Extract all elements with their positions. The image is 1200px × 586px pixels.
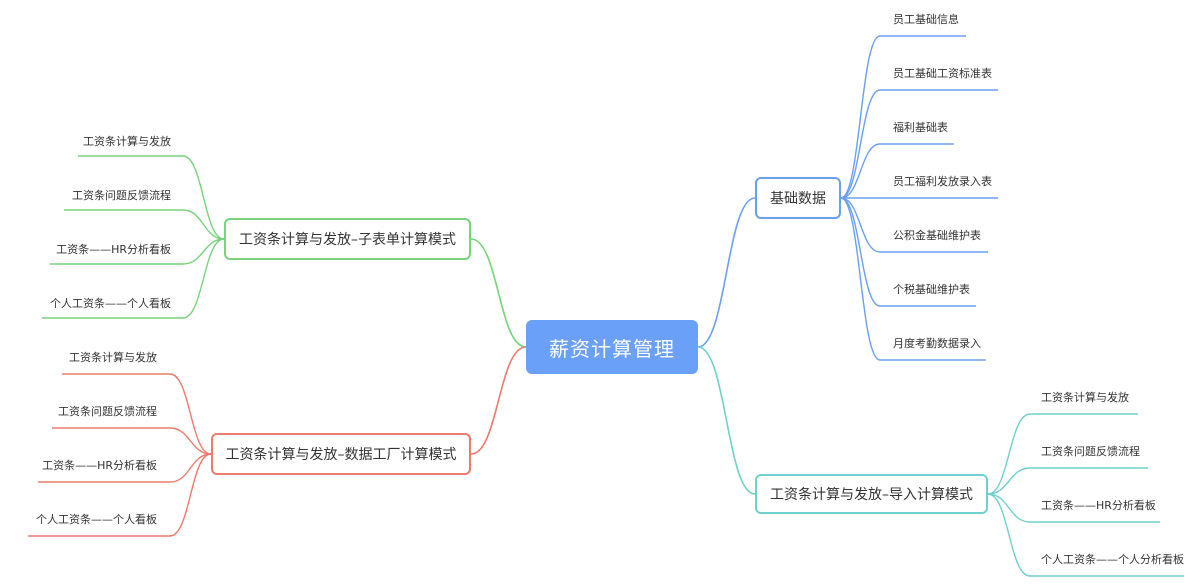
- leaf-factory-3[interactable]: 工资条——HR分析看板: [42, 459, 157, 472]
- link-root-subform: [470, 238, 527, 348]
- link-root-basic: [697, 197, 756, 348]
- branch-basic-data-label: 基础数据: [770, 191, 826, 207]
- branch-import-mode[interactable]: 工资条计算与发放–导入计算模式: [755, 474, 988, 514]
- link-root-factory: [470, 346, 527, 455]
- link-basic-6: [840, 197, 881, 307]
- leaf-basic-5[interactable]: 公积金基础维护表: [893, 229, 981, 242]
- branch-import-mode-label: 工资条计算与发放–导入计算模式: [770, 487, 973, 503]
- link-import-1: [987, 413, 1031, 495]
- branch-factory-mode[interactable]: 工资条计算与发放–数据工厂计算模式: [211, 433, 471, 475]
- root-label: 薪资计算管理: [549, 336, 675, 361]
- leaf-basic-4[interactable]: 员工福利发放录入表: [893, 175, 992, 188]
- branch-basic-data[interactable]: 基础数据: [755, 177, 841, 219]
- leaf-import-3[interactable]: 工资条——HR分析看板: [1041, 499, 1156, 512]
- leaf-basic-6[interactable]: 个税基础维护表: [893, 283, 970, 296]
- link-factory-4: [169, 453, 212, 537]
- link-root-import: [697, 346, 756, 495]
- leaf-subform-4[interactable]: 个人工资条——个人看板: [50, 297, 171, 310]
- link-subform-3: [182, 238, 225, 265]
- link-basic-1: [840, 35, 881, 199]
- link-subform-4: [182, 238, 225, 319]
- leaf-basic-3[interactable]: 福利基础表: [893, 121, 948, 134]
- leaf-basic-1[interactable]: 员工基础信息: [893, 13, 959, 26]
- branch-subform-mode[interactable]: 工资条计算与发放–子表单计算模式: [224, 218, 471, 260]
- leaf-subform-1[interactable]: 工资条计算与发放: [83, 135, 171, 148]
- link-import-3: [987, 493, 1031, 523]
- leaf-import-1[interactable]: 工资条计算与发放: [1041, 391, 1129, 404]
- link-basic-3: [840, 143, 881, 199]
- leaf-basic-2[interactable]: 员工基础工资标准表: [893, 67, 992, 80]
- link-factory-3: [169, 453, 212, 483]
- link-factory-2: [169, 427, 212, 455]
- leaf-import-4[interactable]: 个人工资条——个人分析看板: [1041, 553, 1184, 566]
- leaf-subform-3[interactable]: 工资条——HR分析看板: [56, 243, 171, 256]
- leaf-factory-1[interactable]: 工资条计算与发放: [69, 351, 157, 364]
- link-basic-7: [840, 197, 881, 361]
- root-node[interactable]: 薪资计算管理: [526, 320, 698, 374]
- link-basic-2: [840, 89, 881, 199]
- branch-factory-mode-label: 工资条计算与发放–数据工厂计算模式: [225, 447, 457, 463]
- leaf-factory-2[interactable]: 工资条问题反馈流程: [58, 405, 157, 418]
- link-factory-1: [169, 373, 212, 455]
- link-subform-2: [182, 209, 225, 240]
- link-basic-5: [840, 197, 881, 253]
- leaf-factory-4[interactable]: 个人工资条——个人看板: [36, 513, 157, 526]
- link-import-4: [987, 493, 1031, 577]
- link-subform-1: [182, 155, 225, 240]
- link-import-2: [987, 467, 1031, 495]
- leaf-basic-7[interactable]: 月度考勤数据录入: [893, 337, 981, 350]
- leaf-subform-2[interactable]: 工资条问题反馈流程: [72, 189, 171, 202]
- leaf-import-2[interactable]: 工资条问题反馈流程: [1041, 445, 1140, 458]
- branch-subform-mode-label: 工资条计算与发放–子表单计算模式: [239, 232, 456, 248]
